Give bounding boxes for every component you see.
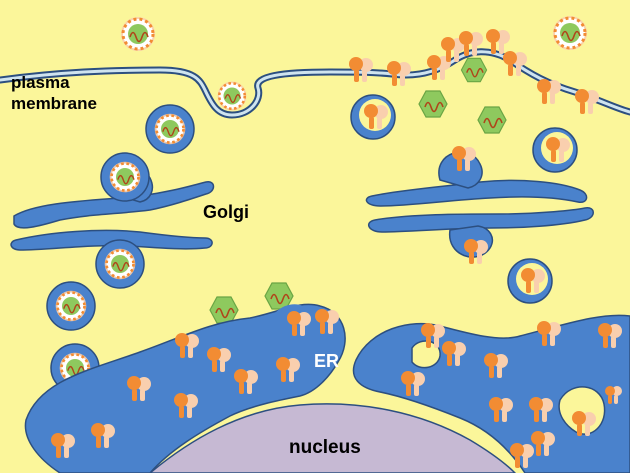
er-label: ER — [314, 351, 340, 371]
vesicle-protein-icon — [533, 128, 577, 172]
plasma-membrane — [0, 48, 630, 119]
golgi-label: Golgi — [203, 202, 249, 222]
nucleus — [148, 403, 517, 473]
vesicle-viral-icon — [101, 153, 149, 201]
vesicle-viral-icon — [146, 105, 194, 153]
membrane-protein-icon — [464, 239, 488, 264]
viral-particle-icon — [121, 17, 155, 51]
viral-particle-icon — [553, 16, 587, 50]
hexagon-capsid-icon — [461, 58, 486, 81]
vesicle-protein-icon — [351, 95, 395, 139]
vesicle-viral-icon — [47, 282, 95, 330]
vesicle-viral-icon — [96, 240, 144, 288]
vesicle-protein-icon — [508, 259, 552, 303]
hexagon-capsid-icon — [478, 107, 506, 133]
plasma-label-line1: plasma — [11, 73, 70, 92]
plasma-membrane-label: plasma membrane — [11, 72, 97, 114]
plasma-label-line2: membrane — [11, 94, 97, 113]
nucleus-label: nucleus — [289, 437, 361, 458]
hexagon-capsid-icon — [419, 91, 447, 117]
hexagon-capsid-icon — [210, 297, 238, 323]
